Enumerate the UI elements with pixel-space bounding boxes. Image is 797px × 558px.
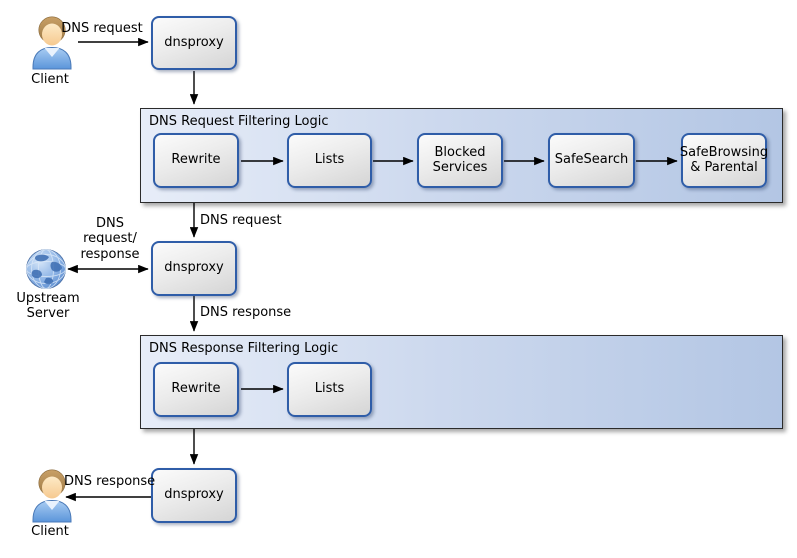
edge-label-upstream-exchange: DNS request/ response [80,216,140,262]
edge-label-response-to-client: DNS response [64,474,156,489]
node-lists-response: Lists [287,362,372,417]
node-dnsproxy-top: dnsproxy [151,16,237,70]
node-rewrite-response: Rewrite [153,362,239,417]
group-title-request: DNS Request Filtering Logic [149,114,329,129]
label-client-bottom: Client [31,524,69,539]
node-safebrowsing-parental: SafeBrowsing & Parental [680,133,768,188]
node-dnsproxy-mid: dnsproxy [151,241,237,296]
node-dnsproxy-bottom: dnsproxy [151,468,237,523]
group-dns-response-filtering: DNS Response Filtering Logic [140,335,783,429]
node-blocked-services: Blocked Services [417,133,503,188]
group-title-response: DNS Response Filtering Logic [149,341,339,356]
edge-label-client-request: DNS request [61,21,143,36]
globe-icon [26,249,66,289]
label-client-top: Client [31,72,69,87]
edge-label-response-to-filter: DNS response [200,305,292,320]
label-upstream-server: Upstream Server [16,291,80,322]
node-lists-request: Lists [287,133,372,188]
node-rewrite-request: Rewrite [153,133,239,188]
edge-label-request-to-proxy: DNS request [200,213,282,228]
node-safesearch: SafeSearch [548,133,635,188]
